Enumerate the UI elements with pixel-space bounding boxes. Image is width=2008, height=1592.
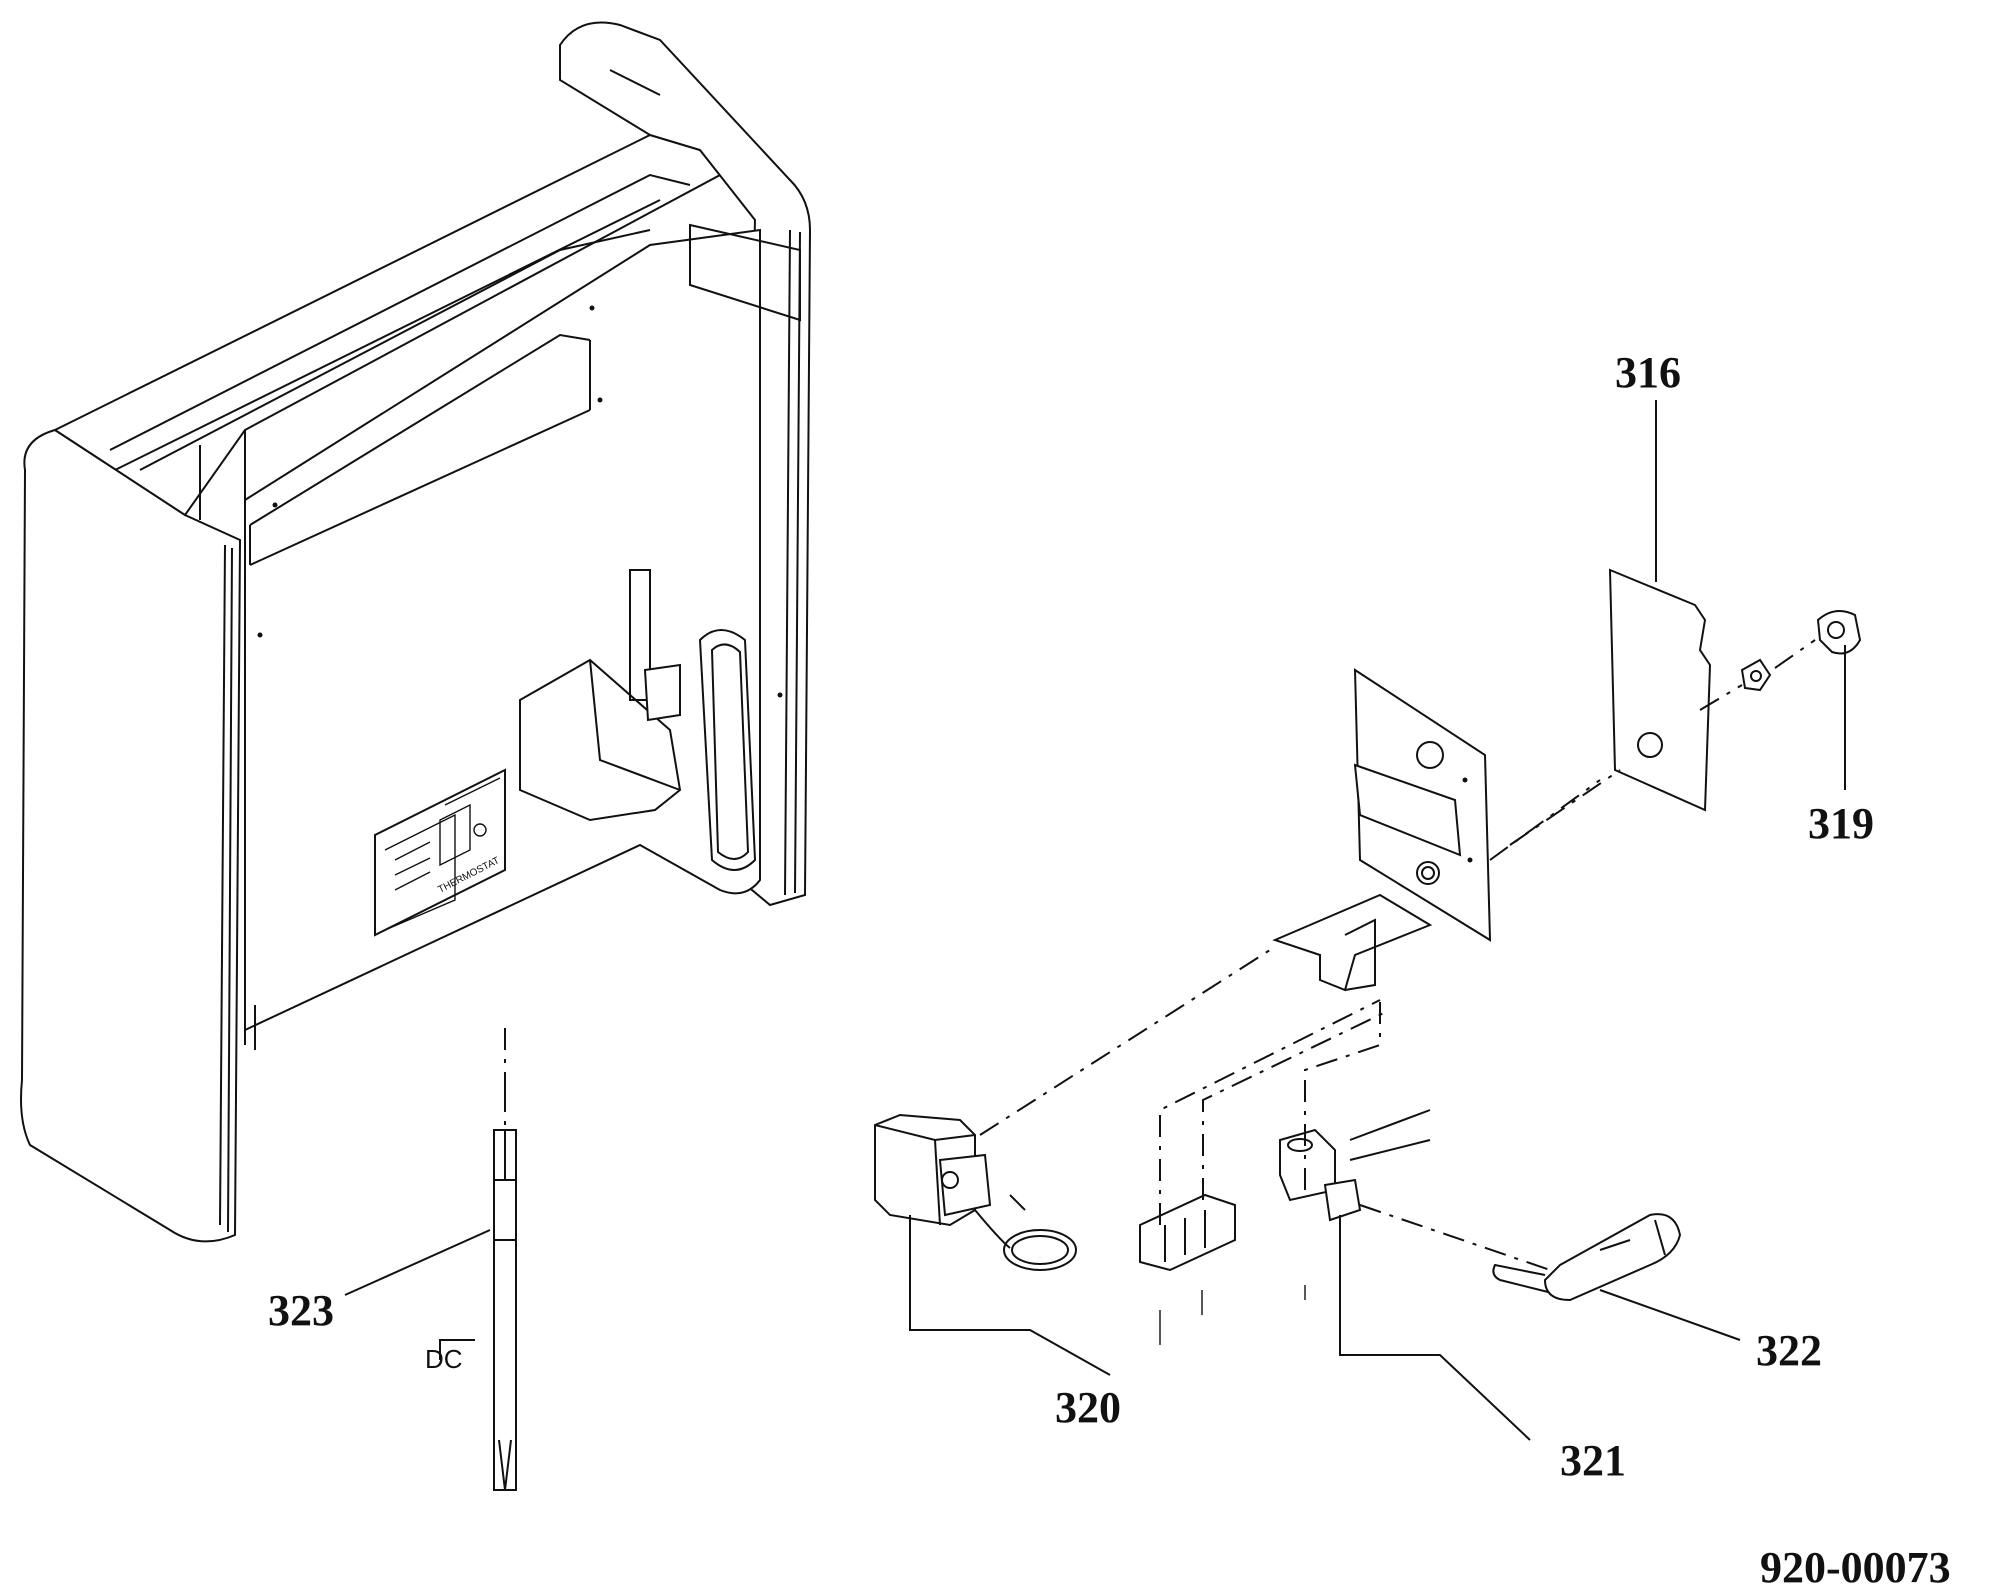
callout-320: 320 (1055, 1383, 1121, 1432)
part-316-cover-plate (1608, 568, 1712, 812)
callout-323: 323 (268, 1286, 334, 1335)
callout-322: 322 (1756, 1326, 1822, 1375)
part-322-lamp-socket (1492, 1213, 1682, 1302)
refrigerator-housing (20, 21, 812, 1243)
part-321-clamp (1279, 1000, 1551, 1300)
probe-label: DC (425, 1344, 463, 1374)
callout-316: 316 (1615, 348, 1681, 397)
callout-321: 321 (1560, 1436, 1626, 1485)
part-319-knob (1699, 610, 1862, 711)
thermostat-bracket (1272, 668, 1621, 992)
callout-319: 319 (1808, 799, 1874, 848)
leader-lines (344, 400, 1846, 1441)
callouts: 316 319 320 321 322 323 920-00073 (268, 348, 1951, 1592)
part-323-sensor-probe: DC (425, 1028, 517, 1491)
terminal-block (1139, 999, 1391, 1345)
part-320-thermostat (874, 949, 1271, 1271)
document-id: 920-00073 (1760, 1543, 1951, 1592)
wiring-label-panel: THERMOSTAT (374, 768, 506, 937)
